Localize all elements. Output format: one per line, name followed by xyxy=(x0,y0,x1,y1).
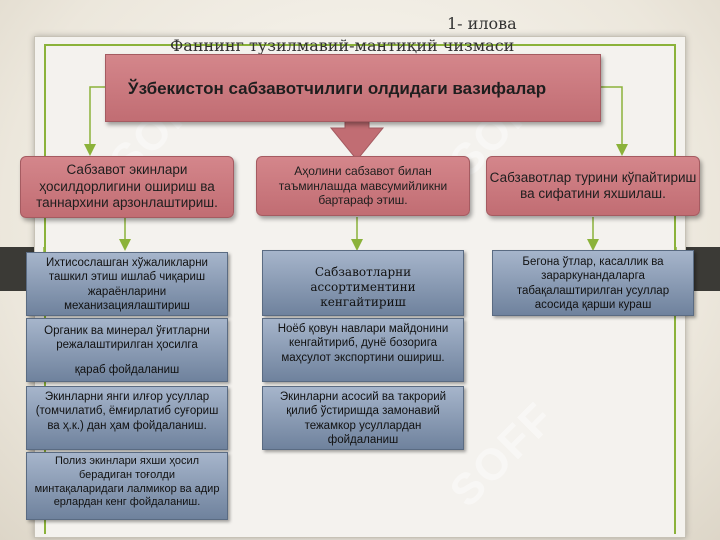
item-specialized-farms: Ихтисослашган хўжаликларни ташкил этиш и… xyxy=(46,257,208,313)
item-box-specialized-farms: Ихтисослашган хўжаликларни ташкил этиш и… xyxy=(26,252,228,316)
item-irrigation: Экинларни янги илғор усуллар (томчилатиб… xyxy=(35,391,219,432)
connector-left xyxy=(84,86,105,156)
item-box-melon-fields: Полиз экинлари яхши ҳосил берадиган тоғо… xyxy=(26,452,228,520)
item-melon-fields: Полиз экинлари яхши ҳосил берадиган тоғо… xyxy=(34,455,220,509)
item-box-irrigation: Экинларни янги илғор усуллар (томчилатиб… xyxy=(26,386,228,450)
heading-box-seasonality: Аҳолини сабзавот билан таъминлашда мавсу… xyxy=(256,156,470,216)
heading-box-variety: Сабзавотлар турини кўпайтириш ва сифатин… xyxy=(486,156,700,216)
item-box-fertilizers: Органик ва минерал ўғитларни режалаштири… xyxy=(26,318,228,382)
item-pest-control: Бегона ўтлар, касаллик ва зараркунандала… xyxy=(516,256,670,312)
main-title-box: Ўзбекистон сабзавотчилиги олдидаги вазиф… xyxy=(105,54,601,122)
frame-top-line xyxy=(44,44,676,46)
item-fertilizers: Органик ва минерал ўғитларни режалаштири… xyxy=(44,325,210,352)
heading-variety: Сабзавотлар турини кўпайтириш ва сифатин… xyxy=(489,169,697,201)
heading-seasonality: Аҳолини сабзавот билан таъминлашда мавсу… xyxy=(278,164,448,208)
page-subtitle: Фаннинг тузилмавий-мантиқий чизмаси xyxy=(170,36,515,55)
appendix-number: 1- илова xyxy=(447,14,517,33)
heading-box-yield: Сабзавот экинлари ҳосилдорлигини ошириш … xyxy=(20,156,234,218)
item-melon-export: Ноёб қовун навлари майдонини кенгайтириб… xyxy=(277,323,449,364)
connector-right xyxy=(599,86,628,156)
item-box-melon-export: Ноёб қовун навлари майдонини кенгайтириб… xyxy=(262,318,464,382)
item-fertilizers-cont: қараб фойдаланиш xyxy=(74,363,180,376)
heading-yield: Сабзавот экинлари ҳосилдорлигини ошириш … xyxy=(36,162,218,211)
item-box-assortment: Сабзавотларни ассортиментини кенгайтириш xyxy=(262,250,464,316)
main-title: Ўзбекистон сабзавотчилиги олдидаги вазиф… xyxy=(128,79,547,98)
item-box-saving-methods: Экинларни асосий ва такрорий қилиб ўстир… xyxy=(262,386,464,450)
item-assortment: Сабзавотларни ассортиментини кенгайтириш xyxy=(310,265,416,309)
item-box-pest-control: Бегона ўтлар, касаллик ва зараркунандала… xyxy=(492,250,694,316)
item-saving-methods: Экинларни асосий ва такрорий қилиб ўстир… xyxy=(279,391,447,447)
main-arrow-down xyxy=(329,119,385,161)
